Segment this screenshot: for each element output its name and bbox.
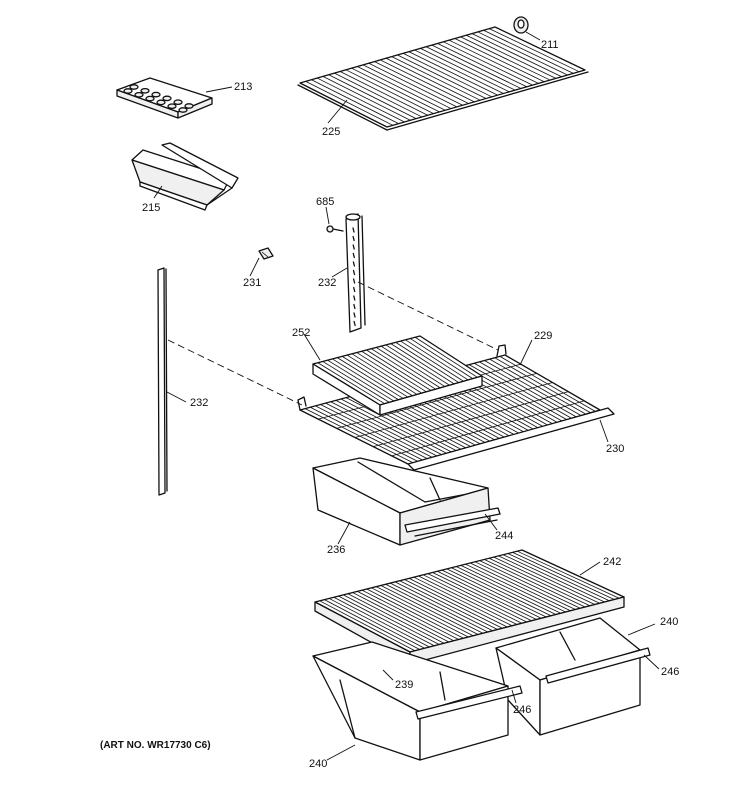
callout-215: 215	[142, 202, 160, 214]
part-236-meat-pan	[312, 457, 491, 546]
leader-lines	[153, 31, 660, 761]
part-225-wire-shelf	[297, 26, 589, 131]
callout-240-right: 240	[660, 616, 678, 628]
callout-240-bottom: 240	[309, 758, 327, 770]
part-232-rail-upper	[345, 213, 366, 333]
callout-685: 685	[316, 196, 334, 208]
callout-230: 230	[606, 443, 624, 455]
part-232-rail-left	[157, 267, 168, 496]
part-246-handle-mid	[415, 685, 523, 720]
callout-232-upper: 232	[318, 277, 336, 289]
callout-252: 252	[292, 327, 310, 339]
part-252-small-shelf	[312, 335, 483, 416]
part-244-drawer-handle	[404, 507, 501, 537]
callout-229: 229	[534, 330, 552, 342]
callout-236: 236	[327, 544, 345, 556]
assembly-line-left	[167, 339, 303, 406]
assembly-line-right	[357, 281, 499, 351]
callout-246-right: 246	[661, 666, 679, 678]
callout-225: 225	[322, 126, 340, 138]
part-246-handle-right	[545, 647, 651, 684]
callout-231: 231	[243, 277, 261, 289]
part-685-screw	[326, 225, 344, 233]
callout-239: 239	[395, 679, 413, 691]
callout-242: 242	[603, 556, 621, 568]
art-number: (ART NO. WR17730 C6)	[100, 740, 211, 751]
callout-211: 211	[541, 39, 559, 51]
part-213-egg-tray	[116, 77, 213, 119]
callout-244: 244	[495, 530, 513, 542]
part-240-crisper-left	[312, 641, 509, 761]
callout-labels: 211 213 225 215 685 231 232 252 229 232 …	[142, 39, 679, 770]
part-231-clip	[258, 247, 274, 260]
part-215-door-bin	[131, 142, 239, 211]
part-230-shelf-edge	[407, 407, 615, 471]
callout-213: 213	[234, 81, 252, 93]
part-211-cap	[513, 16, 529, 34]
callout-232-left: 232	[190, 397, 208, 409]
callout-246-mid: 246	[513, 704, 531, 716]
